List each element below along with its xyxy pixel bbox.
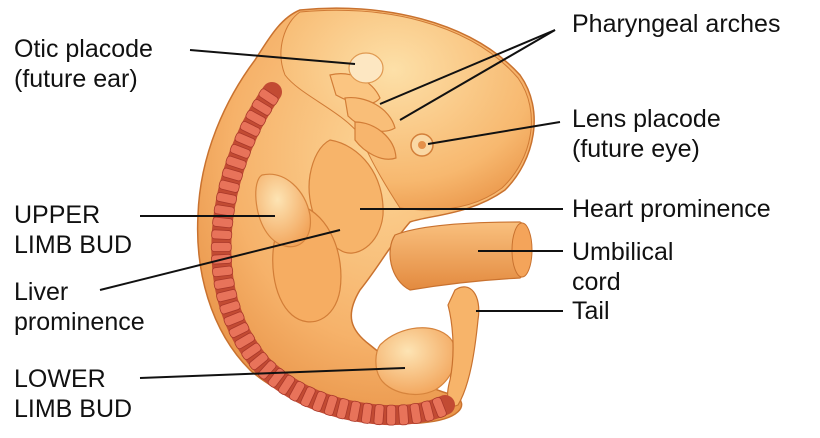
label-upper-limb-bud-line1: UPPER <box>14 200 132 230</box>
label-umbilical-cord-line1: Umbilical <box>572 237 673 267</box>
label-otic-placode: Otic placode (future ear) <box>14 34 153 94</box>
label-otic-placode-line1: Otic placode <box>14 34 153 64</box>
label-upper-limb-bud-line2: LIMB BUD <box>14 230 132 260</box>
umbilical-cord-shape <box>390 222 531 290</box>
somite <box>211 230 231 240</box>
label-pharyngeal-arches: Pharyngeal arches <box>572 9 780 39</box>
label-upper-limb-bud: UPPER LIMB BUD <box>14 200 132 260</box>
somite <box>212 266 233 277</box>
somite <box>211 242 231 251</box>
otic-placode-shape <box>349 53 383 83</box>
somite <box>374 404 385 425</box>
label-heart-prominence-line1: Heart prominence <box>572 194 771 224</box>
label-umbilical-cord: Umbilical cord <box>572 237 673 297</box>
label-pharyngeal-arches-line1: Pharyngeal arches <box>572 9 780 39</box>
label-lower-limb-bud-line1: LOWER <box>14 364 132 394</box>
lower-limb-bud-shape <box>376 328 456 395</box>
label-liver-prominence-line1: Liver <box>14 277 145 307</box>
label-lens-placode-line2: (future eye) <box>572 134 721 164</box>
label-umbilical-cord-line2: cord <box>572 267 673 297</box>
somite <box>387 405 396 425</box>
somite <box>212 217 233 228</box>
somite <box>398 405 408 426</box>
label-tail-line1: Tail <box>572 296 610 326</box>
lens-placode-center <box>418 141 426 149</box>
label-lower-limb-bud: LOWER LIMB BUD <box>14 364 132 424</box>
label-lower-limb-bud-line2: LIMB BUD <box>14 394 132 424</box>
label-lens-placode: Lens placode (future eye) <box>572 104 721 164</box>
label-tail: Tail <box>572 296 610 326</box>
label-liver-prominence-line2: prominence <box>14 307 145 337</box>
label-lens-placode-line1: Lens placode <box>572 104 721 134</box>
label-otic-placode-line2: (future ear) <box>14 64 153 94</box>
label-heart-prominence: Heart prominence <box>572 194 771 224</box>
label-liver-prominence: Liver prominence <box>14 277 145 337</box>
